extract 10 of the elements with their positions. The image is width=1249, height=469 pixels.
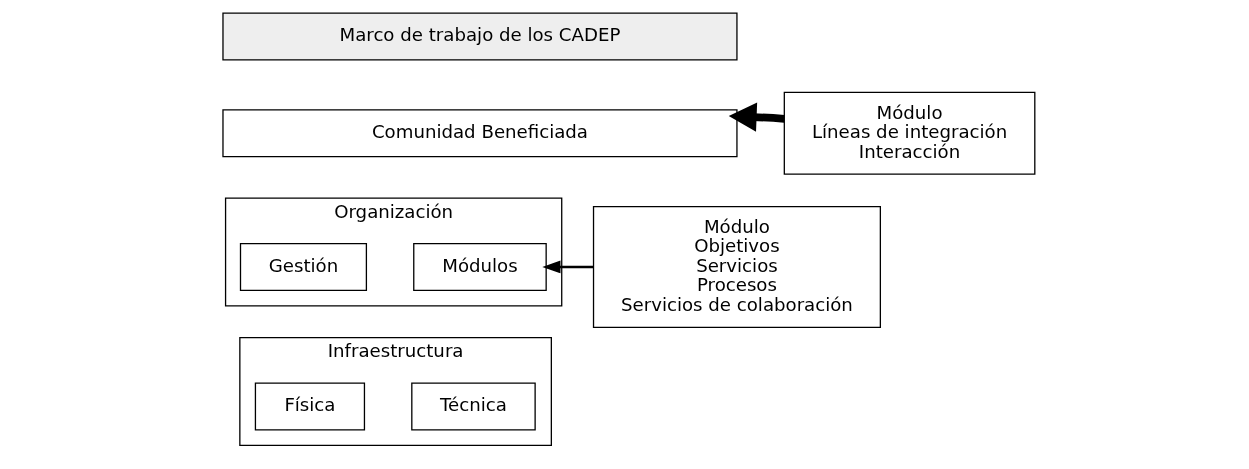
node-box: Módulo Líneas de integración Interacción <box>783 91 1035 175</box>
arrow <box>728 102 785 132</box>
node-box: Módulos <box>412 242 547 291</box>
node-box: Técnica <box>410 382 536 431</box>
node-box: Módulo Objetivos Servicios Procesos Servicios de colaboración <box>592 205 881 328</box>
node-box: Física <box>254 382 365 431</box>
node-box: Comunidad Beneficiada <box>221 109 738 158</box>
node-box: Marco de trabajo de los CADEP <box>221 12 738 61</box>
arrow <box>541 260 594 274</box>
node-box: Gestión <box>239 242 367 291</box>
